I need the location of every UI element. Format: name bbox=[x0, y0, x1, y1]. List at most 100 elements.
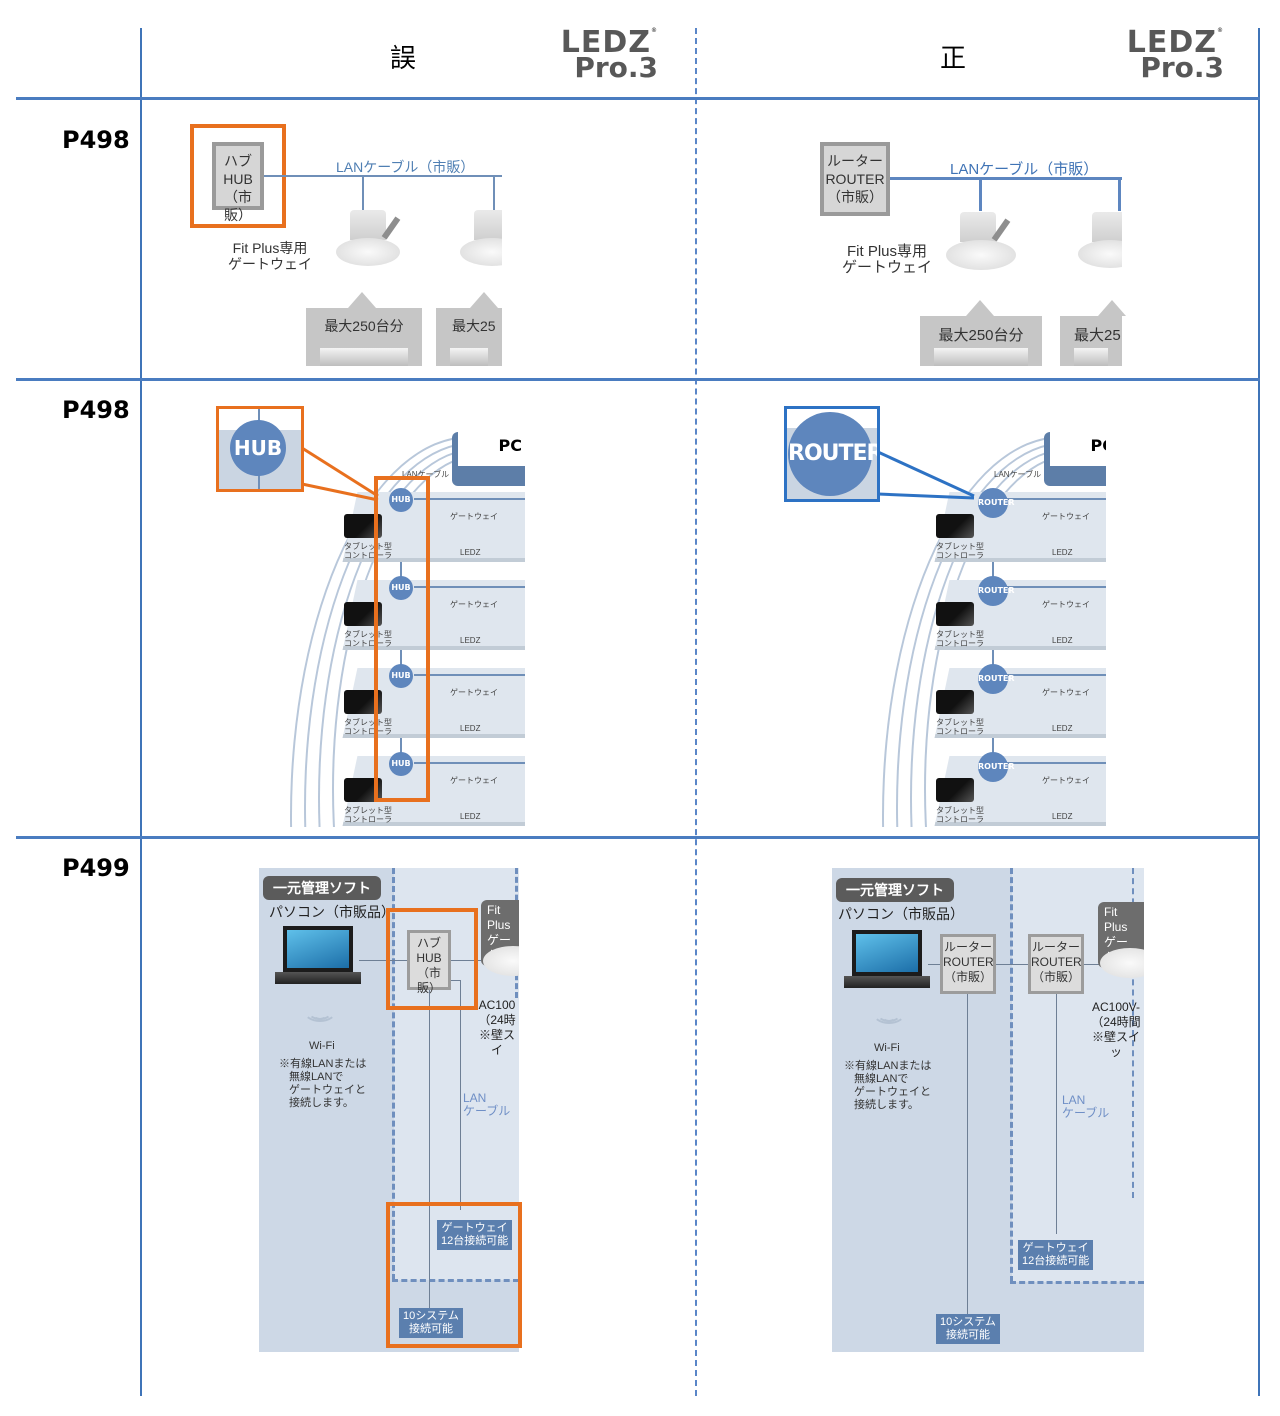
max-capacity-box: 最大25 bbox=[1060, 316, 1122, 366]
gateway-label: ゲートウェイ bbox=[1042, 512, 1090, 521]
ledz-label: LEDZ bbox=[1052, 812, 1073, 821]
tablet-label: タブレット型 bbox=[936, 542, 984, 551]
network-node-icon: HUB bbox=[389, 576, 413, 600]
cable-line bbox=[359, 960, 409, 961]
floor-line bbox=[1006, 762, 1106, 764]
lan-cable-label: LANケーブル（市販） bbox=[950, 161, 1099, 178]
connection-note: ※有線LANまたは 無線LANで ゲートウェイと 接続します。 bbox=[279, 1058, 367, 1109]
cable-line bbox=[451, 960, 481, 961]
trunk-line bbox=[992, 502, 994, 824]
pointer-triangle bbox=[348, 292, 376, 308]
pc-label: パソコン（市販品） bbox=[838, 906, 964, 922]
grid-line-divider-dashed bbox=[695, 28, 697, 1396]
tablet-label: コントローラ bbox=[936, 639, 984, 648]
tablet-label: コントローラ bbox=[344, 551, 392, 560]
tablet-label: コントローラ bbox=[936, 551, 984, 560]
tablet-label: コントローラ bbox=[936, 727, 984, 736]
error-highlight-box bbox=[386, 908, 478, 1010]
network-node-icon: ROUTER bbox=[978, 664, 1015, 694]
max-capacity-box: 最大250台分 bbox=[920, 316, 1042, 366]
gateway-label: ゲートウェイ bbox=[1042, 600, 1090, 609]
lan-cable-label: LANケーブル bbox=[994, 470, 1042, 479]
tablet-label: タブレット型 bbox=[344, 718, 392, 727]
tablet-label: コントローラ bbox=[344, 815, 392, 824]
tablet-label: タブレット型 bbox=[936, 806, 984, 815]
max-capacity-box: 最大250台分 bbox=[306, 308, 422, 366]
lan-cable-line bbox=[890, 177, 1122, 180]
ledz-label: LEDZ bbox=[1052, 548, 1073, 557]
lan-cable-label: LAN ケーブル bbox=[463, 1091, 511, 1118]
zone-border-dashed bbox=[1010, 1281, 1144, 1284]
tablet-icon bbox=[936, 602, 974, 626]
callout-highlight-box bbox=[216, 406, 304, 492]
grid-line-row1 bbox=[16, 378, 1260, 381]
ledz-label: LEDZ bbox=[1052, 636, 1073, 645]
gateway-label: ゲートウェイ bbox=[1042, 776, 1090, 785]
router-box-line2: ROUTER bbox=[825, 171, 885, 187]
pointer-triangle bbox=[1098, 300, 1126, 316]
tablet-label: コントローラ bbox=[936, 815, 984, 824]
router-node-icon: ROUTER bbox=[788, 412, 878, 496]
network-node-icon: ROUTER bbox=[978, 576, 1015, 606]
row2-correct-diagram: PCLANケーブルタブレット型コントローラゲートウェイLEDZROUTERタブレ… bbox=[872, 432, 1106, 827]
tablet-label: コントローラ bbox=[344, 639, 392, 648]
error-highlight-column bbox=[374, 476, 430, 802]
gateway-label: ゲートウェイ bbox=[1042, 688, 1090, 697]
ledz-logo-correct: LEDZ® Pro.3 bbox=[1126, 25, 1224, 84]
row3-correct-diagram: 一元管理ソフト パソコン（市販品） Wi-Fi ※有線LANまたは 無線LANで… bbox=[832, 868, 1144, 1352]
column-title-correct: 正 bbox=[940, 44, 967, 74]
grid-line-row2 bbox=[16, 836, 1260, 839]
gateway-label: ゲートウェイ bbox=[450, 688, 498, 697]
router-box: ルーター ROUTER （市販） bbox=[1028, 934, 1084, 994]
hub-box-line2: HUB bbox=[223, 171, 253, 187]
tablet-label: タブレット型 bbox=[344, 630, 392, 639]
cable-line bbox=[451, 980, 461, 981]
network-node-icon: HUB bbox=[389, 752, 413, 776]
tablet-label: タブレット型 bbox=[344, 542, 392, 551]
gateway-count-tag: ゲートウェイ 12台接続可能 bbox=[437, 1220, 513, 1250]
zone-border-dashed bbox=[392, 868, 395, 1280]
cable-line bbox=[429, 990, 430, 1330]
cable-line bbox=[460, 980, 461, 1210]
software-tag: 一元管理ソフト bbox=[263, 876, 381, 900]
tablet-label: タブレット型 bbox=[344, 806, 392, 815]
cable-line bbox=[996, 964, 1028, 965]
floor-line bbox=[1006, 586, 1106, 588]
software-tag: 一元管理ソフト bbox=[836, 878, 954, 902]
system-count-tag: 10システム 接続可能 bbox=[399, 1308, 463, 1338]
floor-line bbox=[1006, 498, 1106, 500]
grid-line-right-border bbox=[1258, 28, 1260, 1396]
gateway-device-icon bbox=[336, 210, 401, 270]
floor-line bbox=[414, 498, 525, 500]
tablet-icon bbox=[936, 690, 974, 714]
zone-border-dashed bbox=[392, 1279, 519, 1282]
network-node-icon: ROUTER bbox=[978, 488, 1015, 518]
lan-drop-1 bbox=[362, 175, 364, 211]
wifi-icon bbox=[872, 1000, 906, 1028]
callout-leader-lines bbox=[301, 446, 379, 502]
gateway-count-tag: ゲートウェイ 12台接続可能 bbox=[1018, 1240, 1094, 1270]
wifi-icon bbox=[303, 998, 337, 1026]
hub-callout: HUB bbox=[218, 408, 302, 490]
gateway-label: ゲートウェイ bbox=[450, 600, 498, 609]
trunk-line bbox=[400, 502, 402, 824]
laptop-icon bbox=[844, 930, 930, 994]
network-node-icon: HUB bbox=[389, 488, 413, 512]
page-label-row3: P499 bbox=[62, 854, 130, 882]
ledz-logo-wrong: LEDZ® Pro.3 bbox=[560, 25, 658, 84]
tablet-icon bbox=[936, 514, 974, 538]
tablet-label: タブレット型 bbox=[936, 718, 984, 727]
router-box-line3: （市販） bbox=[827, 189, 883, 205]
system-count-tag: 10システム 接続可能 bbox=[936, 1314, 1000, 1344]
hub-node-icon: HUB bbox=[230, 420, 286, 476]
cable-line bbox=[1084, 964, 1104, 965]
ledz-label: LEDZ bbox=[1052, 724, 1073, 733]
grid-line-header bbox=[16, 97, 1260, 100]
power-note: AC100V- （24時間 ※壁スイッ bbox=[1091, 1000, 1141, 1059]
power-note: AC100 （24時 ※壁スイ bbox=[478, 998, 516, 1057]
pointer-triangle bbox=[966, 300, 994, 316]
pc-label: パソコン（市販品） bbox=[269, 904, 395, 920]
hub-box-line1: ハブ bbox=[224, 153, 252, 169]
lan-drop-2 bbox=[493, 175, 495, 211]
